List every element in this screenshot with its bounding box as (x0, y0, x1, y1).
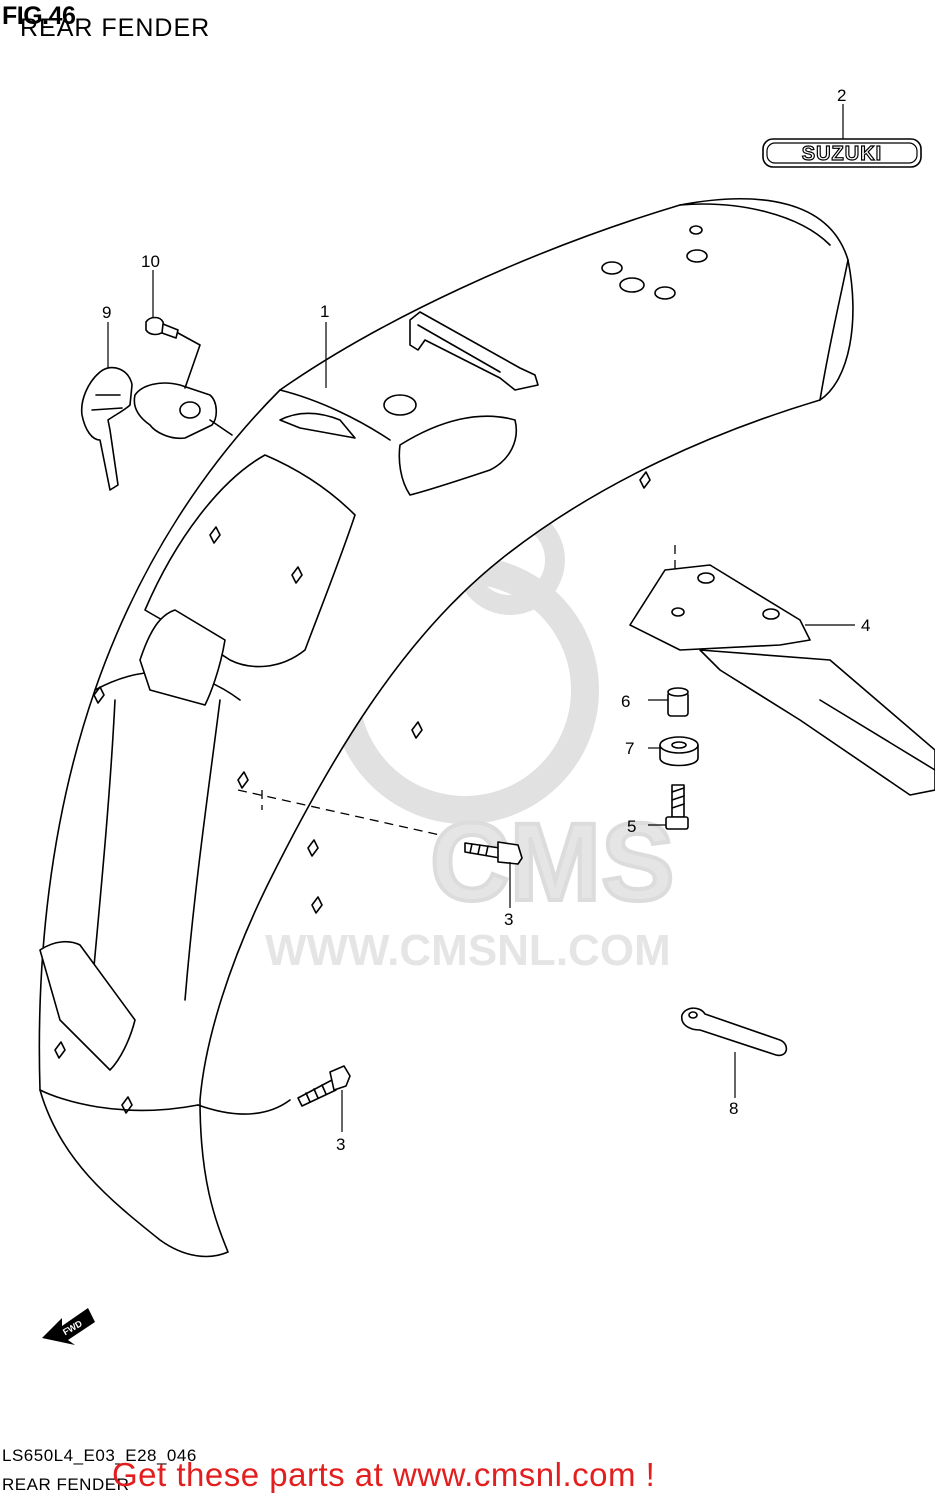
callout-3a: 3 (504, 910, 513, 929)
callout-8: 8 (729, 1099, 738, 1118)
grommet (659, 736, 699, 767)
callout-6: 6 (621, 692, 630, 711)
emblem-text: SUZUKI (802, 143, 882, 165)
spacer (667, 687, 689, 717)
diagram-name: REAR FENDER (2, 1475, 130, 1494)
diagram-subtitle: REAR FENDER (20, 14, 211, 42)
callout-2: 2 (837, 86, 846, 105)
callout-10: 10 (141, 252, 160, 271)
leader-lines (107, 104, 855, 1132)
rear-fender (38, 198, 854, 1258)
watermark-brand: CMS (430, 801, 674, 924)
callout-1: 1 (320, 302, 329, 321)
callout-3b: 3 (336, 1135, 345, 1154)
callout-4: 4 (861, 616, 870, 635)
bolt-3a (464, 841, 523, 865)
license-bracket (629, 564, 935, 796)
fwd-arrow-icon: FWD (42, 1308, 95, 1345)
helmet-lock-key (80, 366, 233, 491)
callout-7: 7 (625, 739, 634, 758)
diagram-code: LS650L4_E03_E28_046 (2, 1446, 197, 1465)
figure-number: FIG.46 (2, 2, 76, 30)
suzuki-emblem: SUZUKI (762, 138, 922, 168)
callouts: 1 2 3 3 4 5 6 7 8 9 10 (102, 86, 870, 1154)
cta-link[interactable]: Get these parts at www.cmsnl.com ! (112, 1456, 656, 1493)
watermark-url: WWW.CMSNL.COM (265, 926, 671, 975)
screw (145, 316, 201, 389)
bolt-3b (297, 1065, 351, 1107)
callout-9: 9 (102, 303, 111, 322)
bolt-5 (665, 784, 689, 830)
stay-clip (680, 1007, 788, 1057)
callout-5: 5 (627, 817, 636, 836)
watermark: CMS WWW.CMSNL.COM (265, 505, 676, 975)
